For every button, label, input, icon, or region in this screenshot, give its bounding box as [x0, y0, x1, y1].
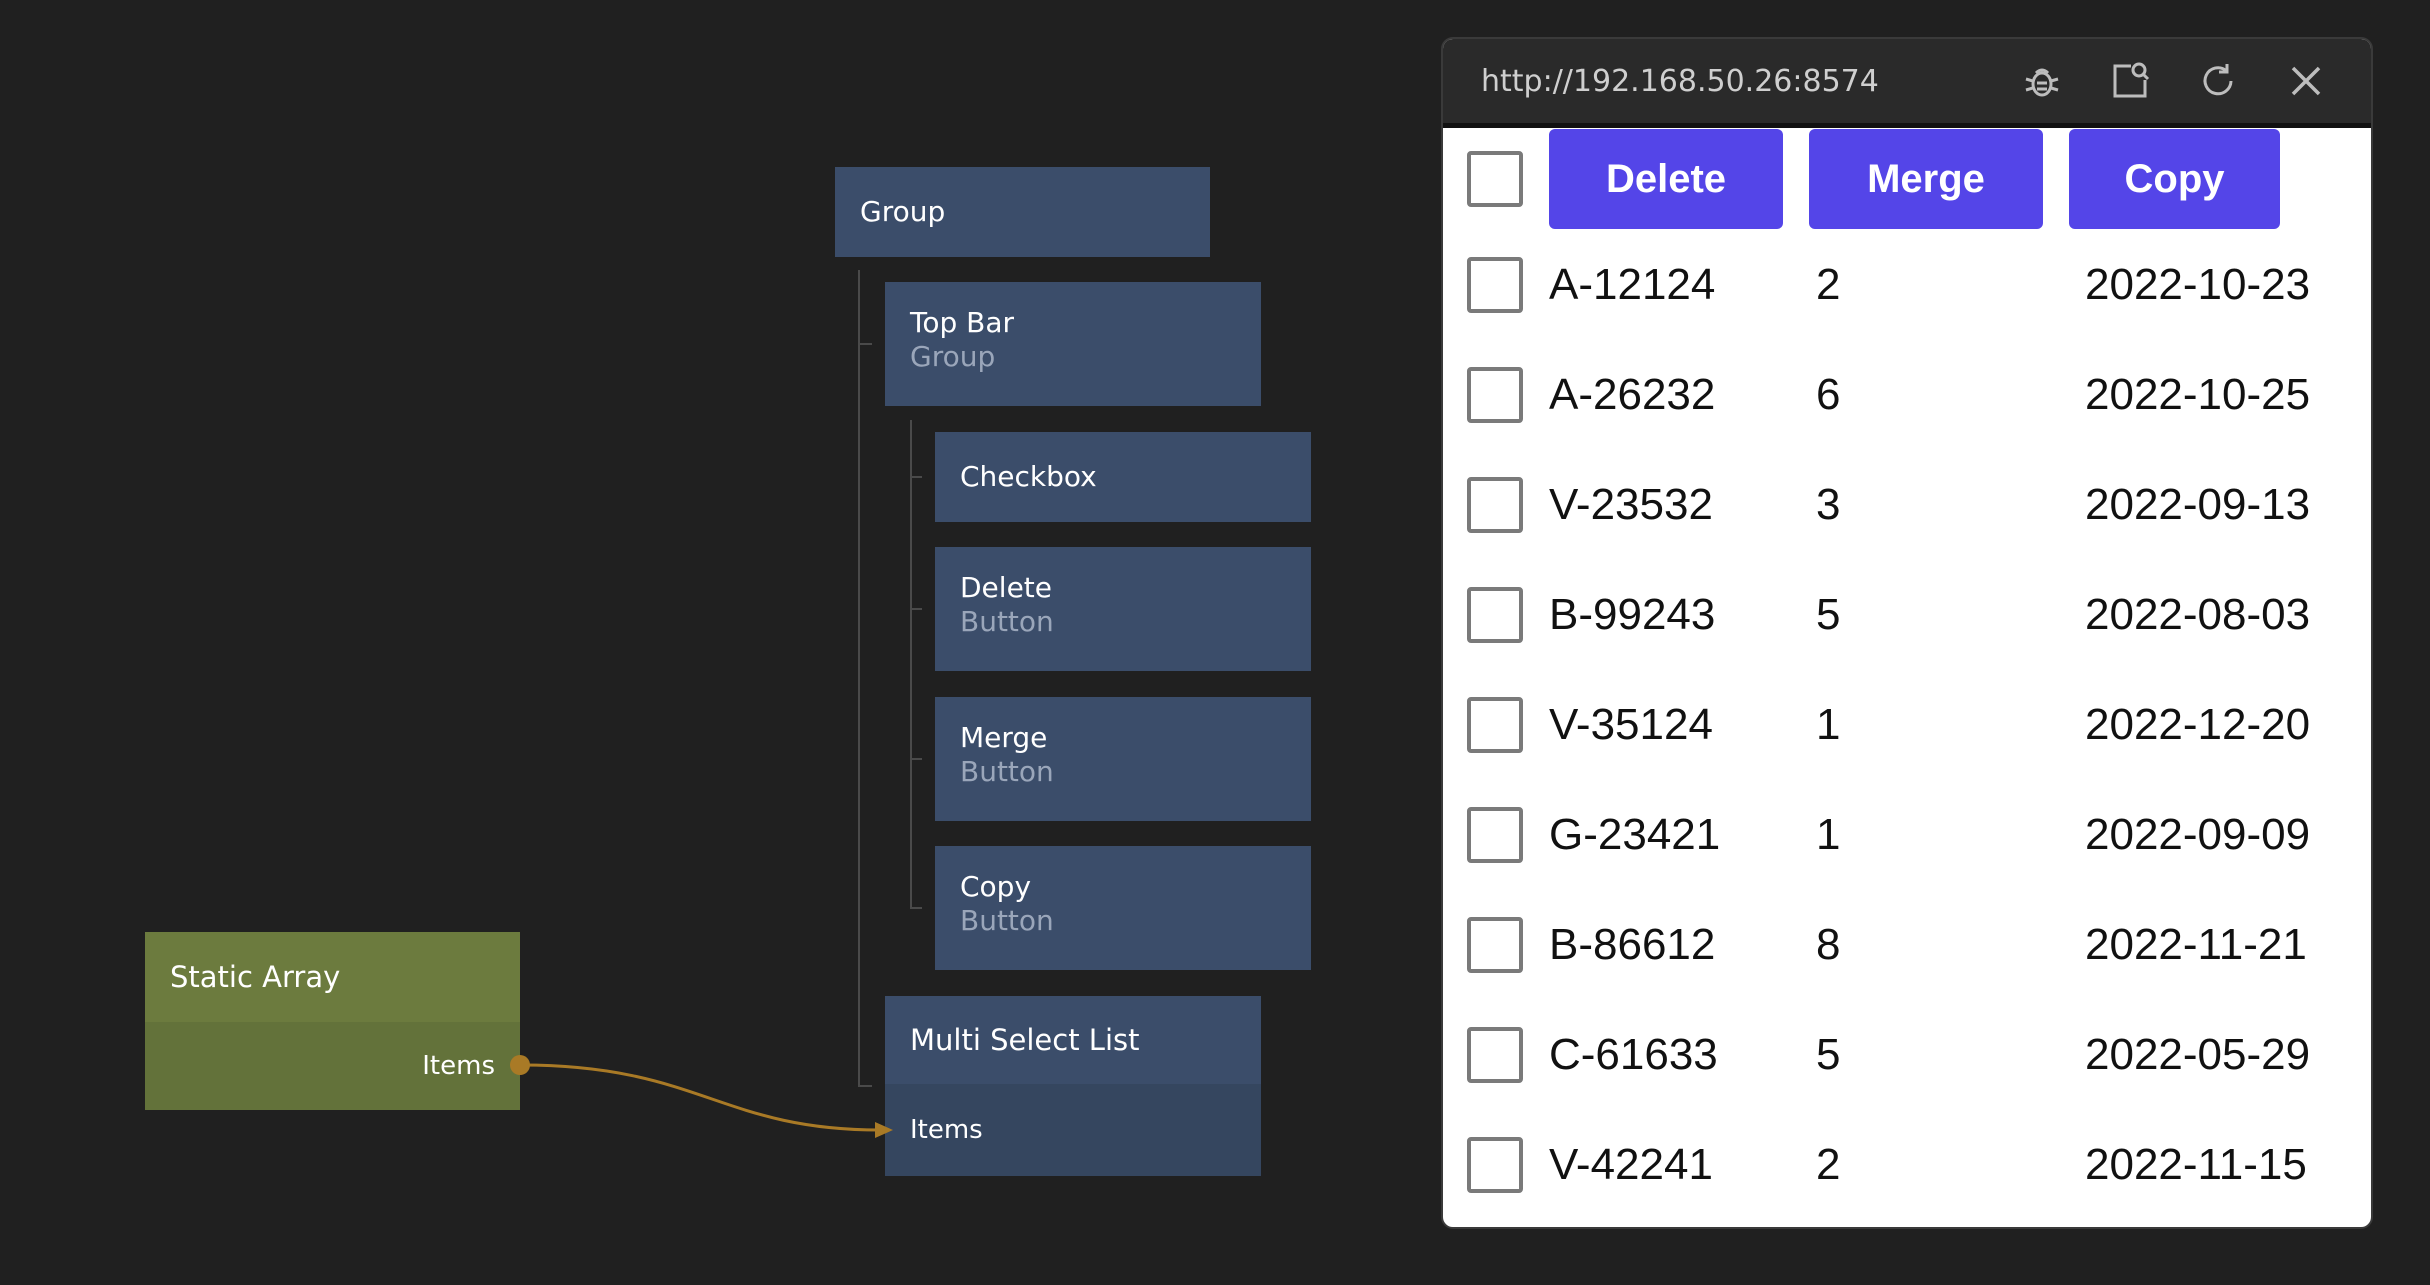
- item-id: B-86612: [1549, 920, 1716, 969]
- node-title: Group: [860, 195, 946, 228]
- item-date: 2022-11-15: [2085, 1140, 2307, 1189]
- item-id: A-26232: [1549, 370, 1716, 419]
- copy-node[interactable]: Copy Button: [935, 846, 1311, 970]
- select-all-checkbox[interactable]: [1467, 151, 1523, 207]
- row-checkbox[interactable]: [1467, 917, 1523, 973]
- merge-node[interactable]: Merge Button: [935, 697, 1311, 821]
- bug-icon[interactable]: [2019, 58, 2065, 104]
- node-type: Button: [960, 605, 1054, 638]
- node-title: Static Array: [145, 932, 520, 1022]
- item-quantity: 1: [1816, 700, 1841, 749]
- node-title: Delete: [960, 571, 1052, 604]
- top-bar: Delete Merge Copy: [1443, 128, 2371, 230]
- item-id: G-23421: [1549, 810, 1721, 859]
- item-date: 2022-08-03: [2085, 590, 2311, 639]
- node-title: Top Bar: [910, 306, 1015, 339]
- row-checkbox[interactable]: [1467, 477, 1523, 533]
- top-bar-node[interactable]: Top Bar Group: [885, 282, 1261, 406]
- row-checkbox[interactable]: [1467, 1137, 1523, 1193]
- item-date: 2022-09-09: [2085, 810, 2311, 859]
- row-checkbox[interactable]: [1467, 587, 1523, 643]
- copy-button[interactable]: Copy: [2069, 129, 2280, 229]
- preview-window: http://192.168.50.26:8574: [1441, 37, 2373, 1229]
- delete-button[interactable]: Delete: [1549, 129, 1783, 229]
- tree-line: [910, 758, 922, 760]
- multi-select-list-node[interactable]: Multi Select List Items: [885, 996, 1261, 1176]
- tree-line: [858, 1085, 872, 1087]
- tree-line: [858, 270, 860, 1086]
- merge-button[interactable]: Merge: [1809, 129, 2043, 229]
- inspect-icon[interactable]: [2107, 58, 2153, 104]
- row-checkbox[interactable]: [1467, 1027, 1523, 1083]
- item-date: 2022-05-29: [2085, 1030, 2311, 1079]
- item-date: 2022-12-20: [2085, 700, 2311, 749]
- item-quantity: 5: [1816, 1030, 1841, 1079]
- items-output-port[interactable]: Items: [145, 1022, 520, 1110]
- item-date: 2022-10-23: [2085, 260, 2311, 309]
- list-item[interactable]: A-12124 2 2022-10-23: [1467, 230, 2371, 340]
- item-quantity: 2: [1816, 260, 1841, 309]
- item-id: V-23532: [1549, 480, 1713, 529]
- delete-node[interactable]: Delete Button: [935, 547, 1311, 671]
- item-quantity: 1: [1816, 810, 1841, 859]
- list-item[interactable]: V-23532 3 2022-09-13: [1467, 450, 2371, 560]
- node-type: Button: [960, 755, 1054, 788]
- row-checkbox[interactable]: [1467, 257, 1523, 313]
- item-id: V-42241: [1549, 1140, 1713, 1189]
- row-checkbox[interactable]: [1467, 697, 1523, 753]
- list-item[interactable]: B-86612 8 2022-11-21: [1467, 890, 2371, 1000]
- list-item[interactable]: V-42241 2 2022-11-15: [1467, 1110, 2371, 1220]
- multi-select-list: A-12124 2 2022-10-23 A-26232 6 2022-10-2…: [1443, 230, 2371, 1220]
- item-id: B-99243: [1549, 590, 1716, 639]
- node-type: Button: [960, 904, 1054, 937]
- item-quantity: 6: [1816, 370, 1841, 419]
- close-icon[interactable]: [2283, 58, 2329, 104]
- item-id: A-12124: [1549, 260, 1716, 309]
- preview-titlebar: http://192.168.50.26:8574: [1443, 39, 2371, 128]
- node-type: Group: [910, 340, 996, 373]
- item-id: C-61633: [1549, 1030, 1718, 1079]
- list-item[interactable]: V-35124 1 2022-12-20: [1467, 670, 2371, 780]
- preview-url: http://192.168.50.26:8574: [1481, 63, 1879, 99]
- list-item[interactable]: B-99243 5 2022-08-03: [1467, 560, 2371, 670]
- list-item[interactable]: C-61633 5 2022-05-29: [1467, 1000, 2371, 1110]
- refresh-icon[interactable]: [2195, 58, 2241, 104]
- item-date: 2022-10-25: [2085, 370, 2311, 419]
- node-title: Merge: [960, 721, 1048, 754]
- node-title: Checkbox: [960, 460, 1097, 493]
- tree-line: [910, 907, 922, 909]
- tree-line: [910, 608, 922, 610]
- items-input-port[interactable]: Items: [885, 1084, 1261, 1176]
- tree-line: [910, 476, 922, 478]
- row-checkbox[interactable]: [1467, 807, 1523, 863]
- item-quantity: 3: [1816, 480, 1841, 529]
- node-title: Copy: [960, 870, 1032, 903]
- node-title: Multi Select List: [885, 996, 1261, 1084]
- tree-line: [858, 343, 872, 345]
- item-quantity: 5: [1816, 590, 1841, 639]
- list-item[interactable]: G-23421 1 2022-09-09: [1467, 780, 2371, 890]
- item-quantity: 8: [1816, 920, 1841, 969]
- row-checkbox[interactable]: [1467, 367, 1523, 423]
- checkbox-node[interactable]: Checkbox: [935, 432, 1311, 522]
- list-item[interactable]: A-26232 6 2022-10-25: [1467, 340, 2371, 450]
- tree-line: [910, 420, 912, 908]
- item-date: 2022-09-13: [2085, 480, 2311, 529]
- item-quantity: 2: [1816, 1140, 1841, 1189]
- static-array-node[interactable]: Static Array Items: [145, 932, 520, 1110]
- output-port-dot[interactable]: [510, 1055, 530, 1075]
- group-node[interactable]: Group: [835, 167, 1210, 257]
- item-date: 2022-11-21: [2085, 920, 2307, 969]
- item-id: V-35124: [1549, 700, 1713, 749]
